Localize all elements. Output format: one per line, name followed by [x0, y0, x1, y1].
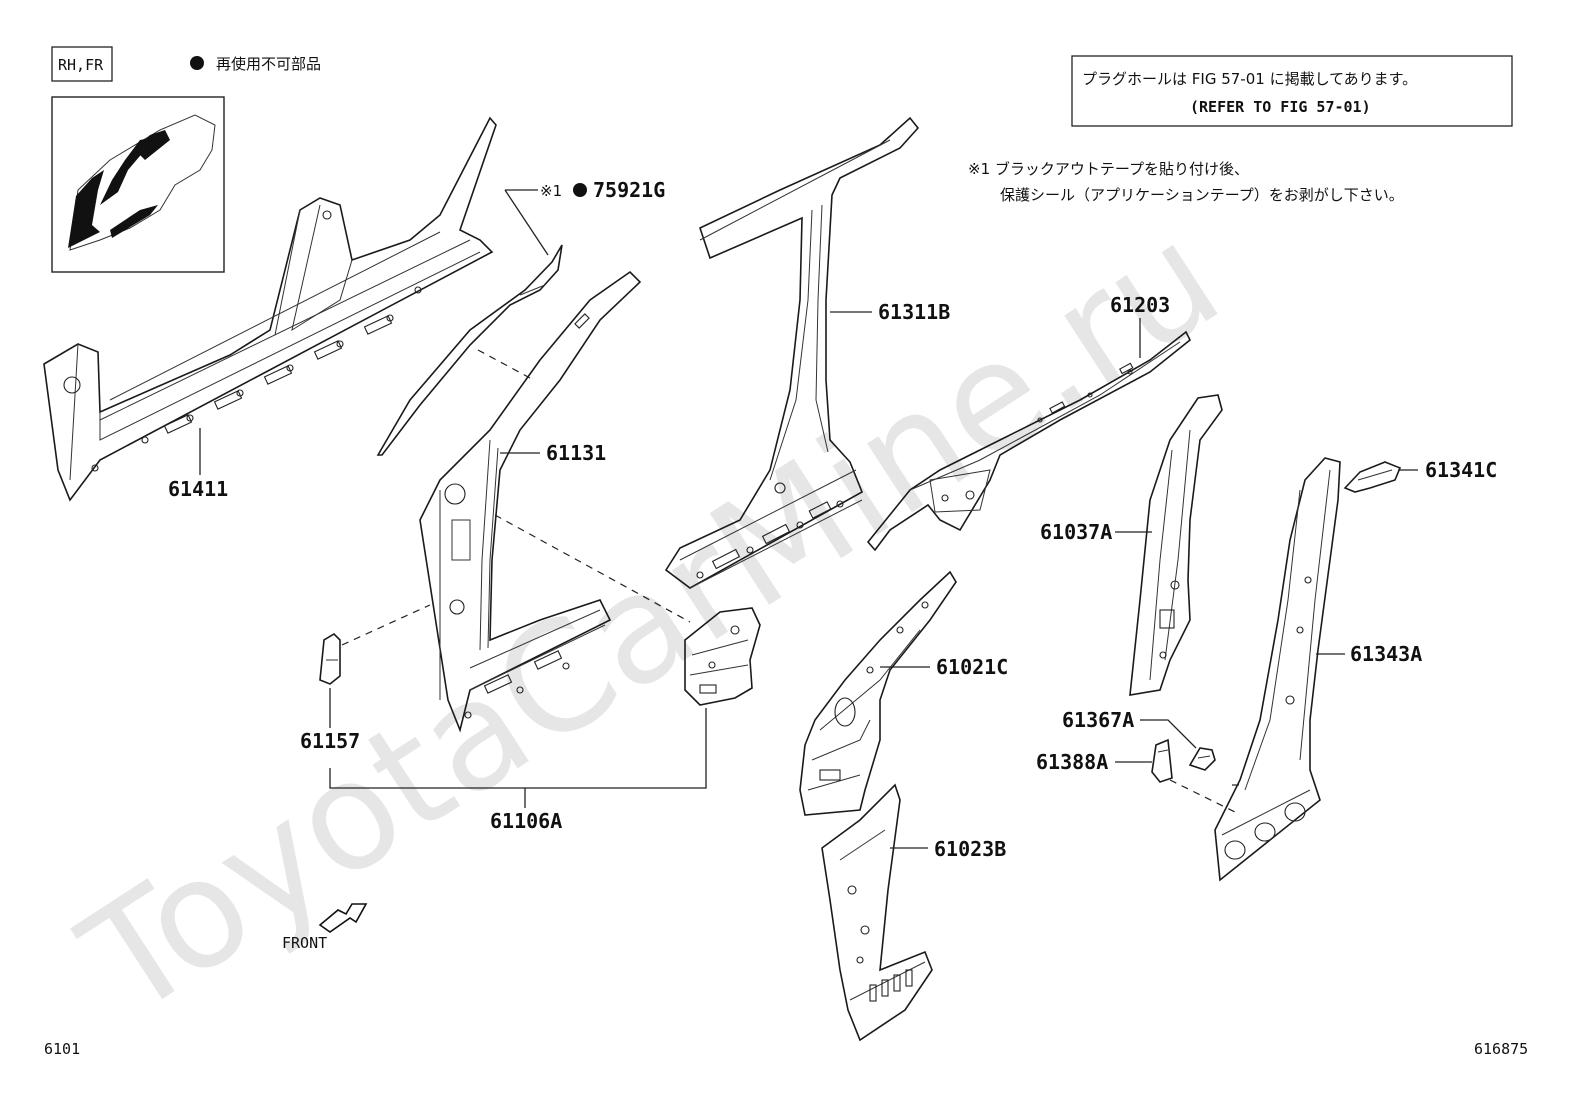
part-61311B: [664, 116, 920, 589]
label-61131: 61131: [546, 441, 606, 465]
label-75921G: 75921G: [593, 178, 665, 202]
dash-61157-61131: [341, 604, 431, 646]
note-box-line1: プラグホールは FIG 57-01 に掲載してあります。: [1082, 70, 1417, 88]
part-61037A: [1129, 394, 1223, 696]
part-61411: [43, 116, 497, 502]
part-61388A: [1151, 738, 1173, 783]
note1-line1: ※1 ブラックアウトテープを貼り付け後、: [968, 160, 1249, 178]
label-61157: 61157: [300, 729, 360, 753]
part-61341C: [1343, 461, 1402, 493]
dash-61388A-61343A: [1169, 779, 1236, 813]
part-61106A: [684, 607, 761, 706]
label-61411: 61411: [168, 477, 228, 501]
legend-text: 再使用不可部品: [216, 55, 321, 73]
part-61157: [319, 632, 341, 685]
footer-right: 616875: [1474, 1040, 1528, 1058]
dash-75921G-61131: [477, 349, 531, 379]
label-61106A: 61106A: [490, 809, 562, 833]
note-box: [1071, 55, 1513, 127]
label-61343A: 61343A: [1350, 642, 1422, 666]
note1-line2: 保護シール（アプリケーションテープ）をお剥がし下さい。: [1000, 186, 1404, 204]
rh-fr-box: [51, 46, 113, 82]
part-61131: [419, 270, 642, 733]
front-arrow-icon: [318, 903, 368, 933]
part-61203: [866, 330, 1192, 552]
label-61388A: 61388A: [1036, 750, 1108, 774]
dash-61131-61106A: [494, 514, 691, 623]
label-61203: 61203: [1110, 293, 1170, 317]
footer-left: 6101: [44, 1040, 80, 1058]
leader-75921G: [504, 189, 549, 256]
label-75921G-prefix: ※1: [540, 182, 562, 200]
non-reusable-bullet-icon: [573, 183, 587, 197]
watermark: ToyotaCarMine.ru: [54, 191, 1249, 1051]
part-61023B: [821, 783, 933, 1042]
leader-61367A: [1140, 719, 1197, 749]
non-reusable-bullet-icon: [190, 56, 204, 70]
note-box-line2: (REFER TO FIG 57-01): [1190, 98, 1371, 116]
locator-inset: [51, 96, 225, 273]
label-61023B: 61023B: [934, 837, 1006, 861]
label-61367A: 61367A: [1062, 708, 1134, 732]
front-label: FRONT: [282, 934, 327, 952]
group-bracket-61106A: [329, 708, 707, 789]
label-61037A: 61037A: [1040, 520, 1112, 544]
part-61021C: [799, 570, 957, 816]
part-75921G: [376, 244, 563, 456]
rh-fr-label: RH,FR: [58, 56, 104, 74]
part-61367A: [1188, 747, 1216, 771]
label-61021C: 61021C: [936, 655, 1008, 679]
part-61343A: [1214, 457, 1341, 882]
label-61311B: 61311B: [878, 300, 950, 324]
label-61341C: 61341C: [1425, 458, 1497, 482]
